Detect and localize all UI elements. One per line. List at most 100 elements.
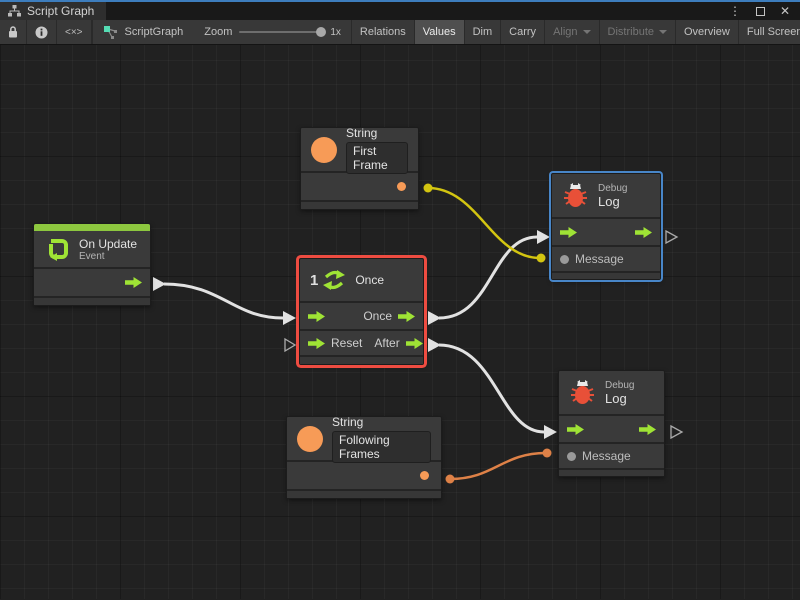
lock-icon [9,26,17,38]
tab-script-graph[interactable]: Script Graph [0,2,107,20]
dim-button[interactable]: Dim [464,20,501,44]
port-label-message: Message [582,449,631,463]
kebab-menu-icon[interactable]: ⋮ [728,4,741,18]
wire-arrowhead[interactable] [544,425,557,439]
wire-string-message-top[interactable] [427,186,541,260]
flow-input-port[interactable] [308,337,325,349]
node-string-following[interactable]: String Following Frames [286,415,442,499]
info-icon [35,26,48,38]
node-string-first[interactable]: String First Frame [300,125,419,210]
port-row [552,219,660,245]
zoom-value: 1x [330,26,341,38]
node-header: String First Frame [301,125,418,174]
port-row: Message [559,442,664,468]
info-button[interactable] [27,20,56,44]
distribute-dropdown[interactable]: Distribute [599,20,675,44]
fullscreen-button[interactable]: Full Screen [738,20,800,44]
graph-canvas[interactable]: String First Frame On Update Event [0,45,800,599]
wire-start-triangle[interactable] [428,311,441,325]
values-button[interactable]: Values [414,20,464,44]
graph-name-label: ScriptGraph [124,26,184,38]
node-footer [552,271,660,279]
port-triangle-debugbottom-out[interactable] [670,424,684,440]
wire-string-message-bottom[interactable] [449,451,547,481]
port-triangle-debugtop-out[interactable] [665,229,679,245]
port-label-reset: Reset [331,336,363,350]
overview-button[interactable]: Overview [676,20,738,44]
node-footer [301,200,418,209]
node-footer [300,355,423,364]
node-footer [287,489,441,498]
string-output-port[interactable] [420,471,429,480]
wire-onupdate-once[interactable] [163,282,284,320]
string-output-port[interactable] [397,182,406,191]
align-label: Align [553,26,578,38]
string-value-field[interactable]: Following Frames [332,430,431,463]
graph-info-section: ScriptGraph Zoom 1x [92,20,351,44]
node-on-update[interactable]: On Update Event [33,223,151,306]
port-row [301,173,418,200]
wire-arrowhead[interactable] [537,230,550,244]
port-row [559,416,664,442]
wire-dot[interactable] [445,474,455,484]
node-subtitle: Event [79,250,105,262]
code-view-button[interactable]: <×> [57,20,91,44]
node-once[interactable]: 1 Once Once Reset After [299,258,424,365]
maximize-icon[interactable] [755,6,765,16]
wire-start-triangle[interactable] [153,277,166,291]
port-row: Reset After [300,329,423,355]
bug-icon [564,183,587,207]
wire-dot[interactable] [536,253,546,263]
node-title: Log [605,390,627,406]
relations-button[interactable]: Relations [351,20,414,44]
graph-icon [103,26,117,39]
node-debug-log-top[interactable]: Debug Log Message [551,173,661,280]
node-subtitle: Debug [605,379,635,391]
string-value-field[interactable]: First Frame [346,141,408,174]
zoom-slider-handle[interactable] [316,27,327,37]
port-triangle-reset-in[interactable] [284,337,297,353]
node-debug-log-bottom[interactable]: Debug Log Message [558,370,665,477]
wire-dot[interactable] [423,183,433,193]
message-input-port[interactable] [560,254,569,264]
wire-start-triangle[interactable] [428,338,441,352]
port-label-message: Message [575,252,624,266]
flow-input-port[interactable] [560,226,577,238]
flow-output-port[interactable] [398,310,415,322]
string-icon [311,136,337,163]
flow-output-port[interactable] [405,337,423,349]
tab-title: Script Graph [27,4,95,18]
loop-icon [49,239,68,261]
carry-button[interactable]: Carry [501,20,545,44]
port-row: Message [552,245,660,271]
wire-once-debugbottom[interactable] [438,343,545,434]
wire-arrowhead[interactable] [283,311,296,325]
node-title: Once [355,273,385,287]
zoom-slider[interactable] [239,27,327,37]
bug-icon [571,380,594,404]
zoom-label: Zoom [204,26,233,38]
wire-dot[interactable] [542,448,552,458]
once-number: 1 [310,271,319,289]
close-icon[interactable]: ✕ [779,4,790,18]
node-header: 1 Once [300,259,423,303]
node-header: String Following Frames [287,415,441,463]
wire-once-debugtop[interactable] [438,235,538,320]
message-input-port[interactable] [567,451,576,461]
port-label-once: Once [363,309,392,323]
lock-button[interactable] [0,20,26,44]
flow-input-port[interactable] [308,310,325,322]
flow-output-port[interactable] [125,277,142,288]
node-title: String [346,125,378,140]
node-title: Log [598,193,620,209]
flow-input-port[interactable] [567,423,584,435]
node-header: Debug Log [559,371,664,416]
port-label-after: After [374,336,400,350]
flow-output-port[interactable] [635,226,652,238]
align-dropdown[interactable]: Align [545,20,599,44]
node-footer [34,296,150,305]
string-icon [297,425,323,452]
code-icon: <×> [65,26,83,38]
flow-output-port[interactable] [639,423,656,435]
chevron-down-icon [582,30,591,34]
